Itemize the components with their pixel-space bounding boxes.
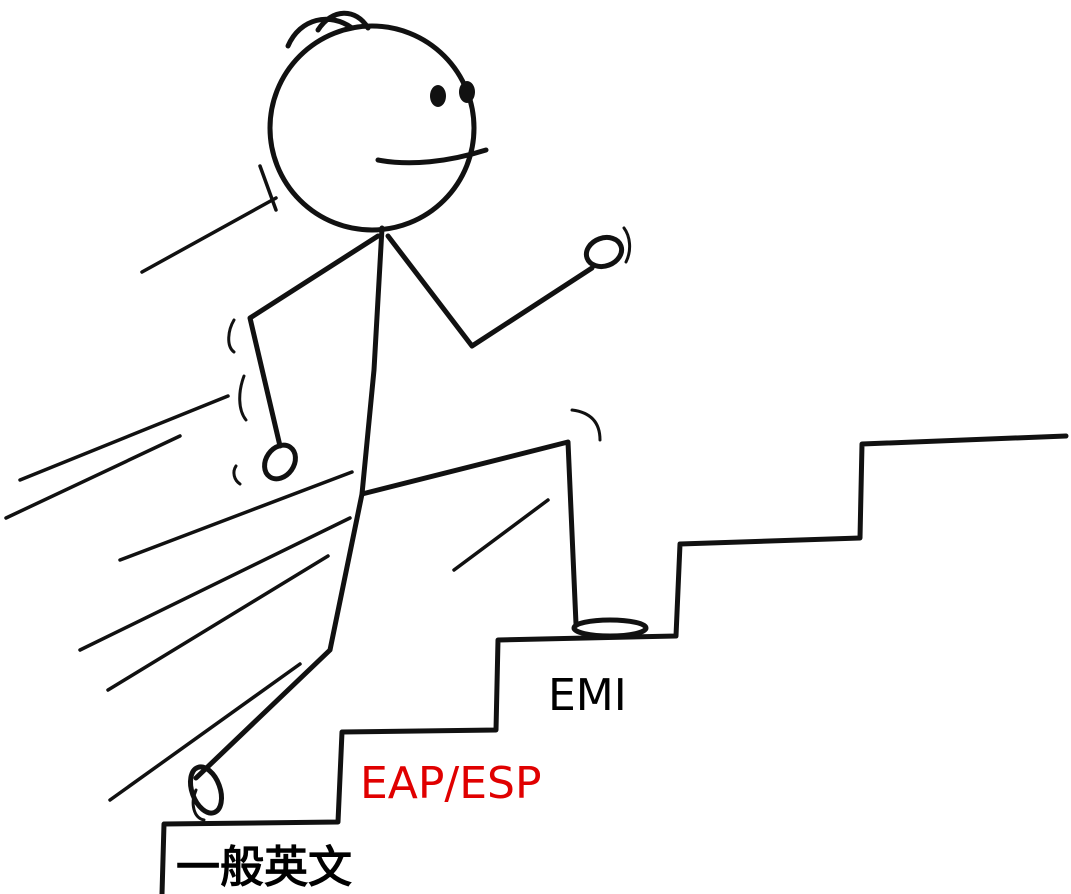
stick-figure-front-leg xyxy=(359,439,579,627)
stick-figure-hair xyxy=(285,10,371,49)
step-label-general-english: 一般英文 xyxy=(176,842,352,893)
stick-figure-back-leg xyxy=(193,491,365,781)
stick-figure-front-hand xyxy=(583,234,625,270)
stick-figure-smile xyxy=(375,147,489,166)
motion-flicks xyxy=(191,226,632,822)
step-label-eap-esp: EAP/ESP xyxy=(360,758,542,809)
stick-figure-eyes xyxy=(430,81,475,107)
stick-figure-head xyxy=(267,23,477,233)
stick-figure-front-foot xyxy=(571,617,649,639)
step-label-emi: EMI xyxy=(548,670,627,721)
stick-figure-front-arm xyxy=(385,233,595,349)
stick-figure-back-arm xyxy=(247,233,381,449)
stick-figure-back-foot xyxy=(187,764,225,816)
stick-figure-torso xyxy=(359,225,385,497)
stick-figure-back-hand xyxy=(262,442,298,482)
motion-lines xyxy=(4,164,550,802)
staircase xyxy=(159,433,1069,894)
